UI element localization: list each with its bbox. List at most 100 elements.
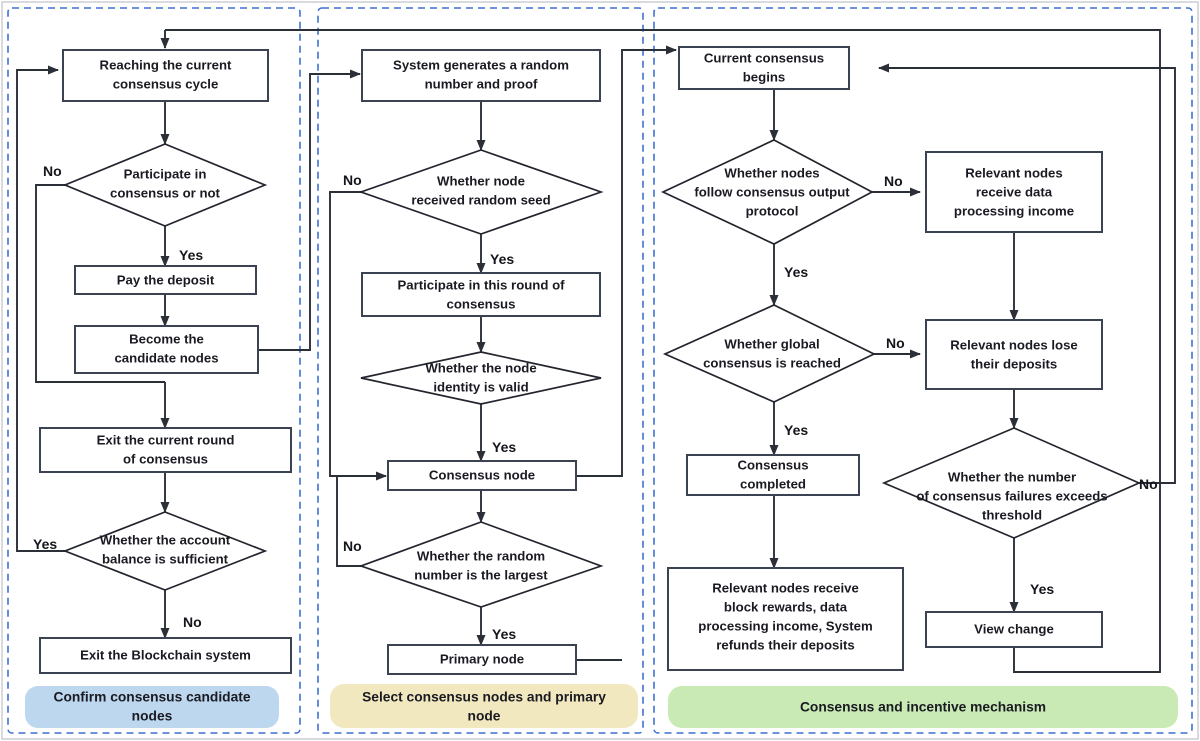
panel-2-label-line2: node [468,709,501,724]
svg-text:number is the largest: number is the largest [414,567,548,582]
svg-text:Pay the deposit: Pay the deposit [117,272,215,287]
label-threshold-no: No [1139,476,1158,492]
svg-text:their deposits: their deposits [971,356,1057,371]
label-participate-yes: Yes [179,247,203,263]
svg-text:Current consensus: Current consensus [704,50,824,65]
svg-text:receive data: receive data [976,184,1053,199]
svg-text:View change: View change [974,621,1054,636]
panel-2-pill: Select consensus nodes and primary node [330,684,638,728]
svg-text:consensus is reached: consensus is reached [703,355,841,370]
label-random-no: No [343,538,362,554]
svg-text:Whether the random: Whether the random [417,548,545,563]
svg-text:block rewards, data: block rewards, data [724,599,848,614]
panel-2-border [317,7,644,734]
svg-text:Become the: Become the [129,331,204,346]
svg-text:consensus or not: consensus or not [110,185,221,200]
svg-text:processing income, System: processing income, System [698,618,872,633]
svg-text:processing income: processing income [954,203,1074,218]
edge-seed-no [329,191,388,481]
svg-text:Relevant nodes lose: Relevant nodes lose [950,337,1078,352]
svg-text:consensus: consensus [447,296,516,311]
node-lose-deposits[interactable]: Relevant nodes lose their deposits [925,319,1103,390]
node-exit-blockchain[interactable]: Exit the Blockchain system [39,637,292,674]
edge-threshold-no [878,63,1176,484]
node-primary-node[interactable]: Primary node [387,644,577,675]
svg-text:Primary node: Primary node [440,651,524,666]
svg-text:Participate in: Participate in [124,166,207,181]
svg-text:balance is sufficient: balance is sufficient [102,551,229,566]
svg-text:Whether the number: Whether the number [948,469,1076,484]
svg-text:begins: begins [743,69,786,84]
panel-3-pill: Consensus and incentive mechanism [668,686,1178,728]
label-seed-no: No [343,172,362,188]
svg-text:received random seed: received random seed [411,192,550,207]
node-participate-or-not[interactable]: Participate in consensus or not [62,143,268,227]
svg-text:Reaching the current: Reaching the current [100,57,233,72]
svg-text:consensus cycle: consensus cycle [113,76,219,91]
label-seed-yes: Yes [490,251,514,267]
panel-3-label: Consensus and incentive mechanism [800,700,1046,715]
label-balance-no: No [183,614,202,630]
node-view-change[interactable]: View change [925,611,1103,648]
panel-1-label-line2: nodes [132,709,173,724]
node-pay-deposit[interactable]: Pay the deposit [74,265,257,295]
node-consensus-completed[interactable]: Consensus completed [686,454,860,496]
node-receive-income[interactable]: Relevant nodes receive data processing i… [925,151,1103,233]
node-random-largest[interactable]: Whether the random number is the largest [358,521,604,608]
node-global-consensus[interactable]: Whether global consensus is reached [662,304,876,403]
node-participate-round[interactable]: Participate in this round of consensus [361,272,601,317]
node-balance-sufficient[interactable]: Whether the account balance is sufficien… [62,511,268,591]
edge-candidate-to-system [258,69,361,351]
panel-2-label-line1: Select consensus nodes and primary [362,690,606,705]
node-consensus-node[interactable]: Consensus node [387,460,577,491]
label-identity-yes: Yes [492,439,516,455]
node-failures-threshold[interactable]: Whether the number of consensus failures… [881,427,1142,539]
svg-text:Consensus node: Consensus node [429,467,535,482]
node-receive-rewards[interactable]: Relevant nodes receive block rewards, da… [667,567,904,671]
node-reaching-cycle[interactable]: Reaching the current consensus cycle [62,49,269,102]
svg-text:candidate nodes: candidate nodes [114,350,218,365]
svg-text:threshold: threshold [982,507,1042,522]
label-global-no: No [886,335,905,351]
panel-1-border [7,7,301,734]
svg-text:Whether nodes: Whether nodes [724,165,819,180]
node-follow-protocol[interactable]: Whether nodes follow consensus output pr… [660,139,874,245]
label-global-yes: Yes [784,422,808,438]
panel-1-label-line1: Confirm consensus candidate [53,690,250,705]
label-balance-yes: Yes [33,536,57,552]
svg-text:System generates a random: System generates a random [393,57,569,72]
svg-text:of consensus: of consensus [123,451,208,466]
svg-text:of consensus failures exceeds: of consensus failures exceeds [916,488,1107,503]
svg-text:Exit the Blockchain system: Exit the Blockchain system [80,647,251,662]
node-exit-round[interactable]: Exit the current round of consensus [39,427,292,473]
node-become-candidate[interactable]: Become the candidate nodes [74,325,259,374]
label-protocol-yes: Yes [784,264,808,280]
node-system-random[interactable]: System generates a random number and pro… [361,49,601,102]
svg-text:Relevant nodes: Relevant nodes [965,165,1062,180]
svg-text:Participate in this round of: Participate in this round of [397,277,565,292]
svg-text:Whether node: Whether node [437,173,525,188]
svg-text:refunds their deposits: refunds their deposits [716,637,855,652]
edge-consensus-to-begins [576,45,677,477]
svg-text:Whether the account: Whether the account [100,532,231,547]
label-participate-no: No [43,163,62,179]
svg-text:Whether global: Whether global [724,336,819,351]
svg-text:identity is valid: identity is valid [433,379,528,394]
node-received-seed[interactable]: Whether node received random seed [358,149,604,235]
label-protocol-no: No [884,173,903,189]
svg-text:protocol: protocol [746,203,799,218]
svg-text:Consensus: Consensus [737,457,808,472]
label-random-yes: Yes [492,626,516,642]
node-consensus-begins[interactable]: Current consensus begins [678,46,850,90]
edge-participate-no [35,184,165,383]
svg-text:follow consensus output: follow consensus output [694,184,850,199]
svg-text:number and proof: number and proof [425,76,538,91]
svg-text:Whether the node: Whether the node [425,360,536,375]
node-identity-valid[interactable]: Whether the node identity is valid [360,351,602,405]
edge-balance-yes [16,65,86,552]
panel-3-border [653,7,1193,734]
svg-text:Relevant nodes receive: Relevant nodes receive [712,580,859,595]
edge-viewchange-loop [165,29,1161,673]
